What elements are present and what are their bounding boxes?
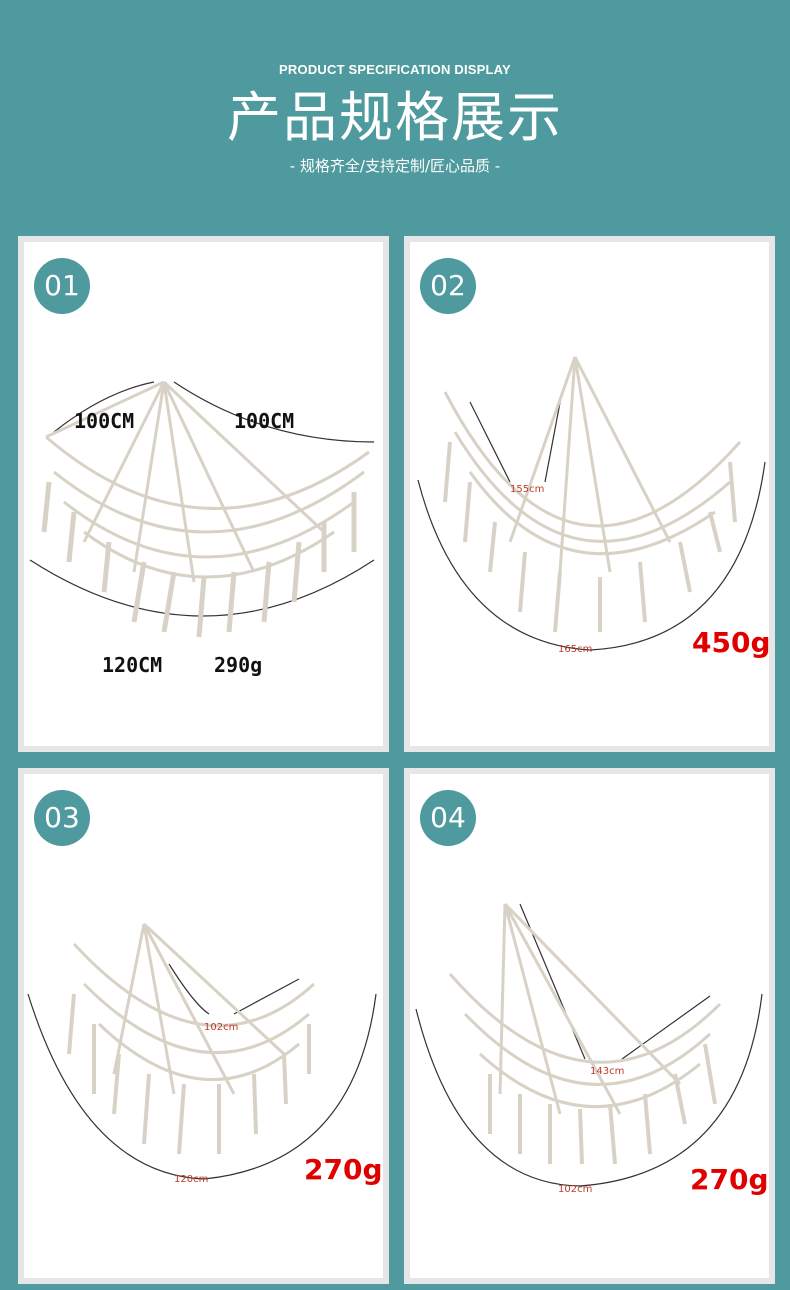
dim-label-a: 100CM — [74, 409, 134, 433]
product-card-03: 102cm 120cm 270g 03 — [18, 768, 389, 1284]
subtitle-english: PRODUCT SPECIFICATION DISPLAY — [279, 62, 511, 77]
product-card-04: 143cm 102cm 270g 04 — [404, 768, 775, 1284]
dim-label-b: 100CM — [234, 409, 294, 433]
product-card-02: 155cm 165cm 450g 02 — [404, 236, 775, 752]
page-title: 产品规格展示 — [227, 86, 563, 149]
dim-label-c: 120CM — [102, 653, 162, 677]
hammock-illustration-03: 102cm 120cm 270g — [27, 922, 383, 1186]
dim-label-b: 120cm — [174, 1174, 208, 1185]
hammock-illustration-04: 143cm 102cm 270g — [415, 902, 769, 1196]
page-header: PRODUCT SPECIFICATION DISPLAY 产品规格展示 - 规… — [0, 0, 790, 230]
weight-label: 450g — [692, 626, 769, 659]
weight-label: 270g — [304, 1153, 383, 1186]
dim-label-b: 165cm — [558, 644, 592, 655]
hammock-illustration-01: 100CM 100CM 120CM 290g — [29, 380, 375, 677]
hammock-illustration-02: 155cm 165cm 450g — [417, 356, 769, 659]
dim-label-a: 102cm — [204, 1022, 238, 1033]
dim-label-b: 102cm — [558, 1184, 592, 1195]
weight-label: 290g — [214, 653, 262, 677]
card-number-badge: 04 — [420, 790, 476, 846]
dim-label-a: 155cm — [510, 484, 544, 495]
card-number-badge: 02 — [420, 258, 476, 314]
dim-label-a: 143cm — [590, 1066, 624, 1077]
tagline: - 规格齐全/支持定制/匠心品质 - — [289, 157, 501, 175]
card-number-badge: 01 — [34, 258, 90, 314]
weight-label: 270g — [690, 1163, 769, 1196]
card-number-badge: 03 — [34, 790, 90, 846]
product-card-01: 100CM 100CM 120CM 290g 01 — [18, 236, 389, 752]
